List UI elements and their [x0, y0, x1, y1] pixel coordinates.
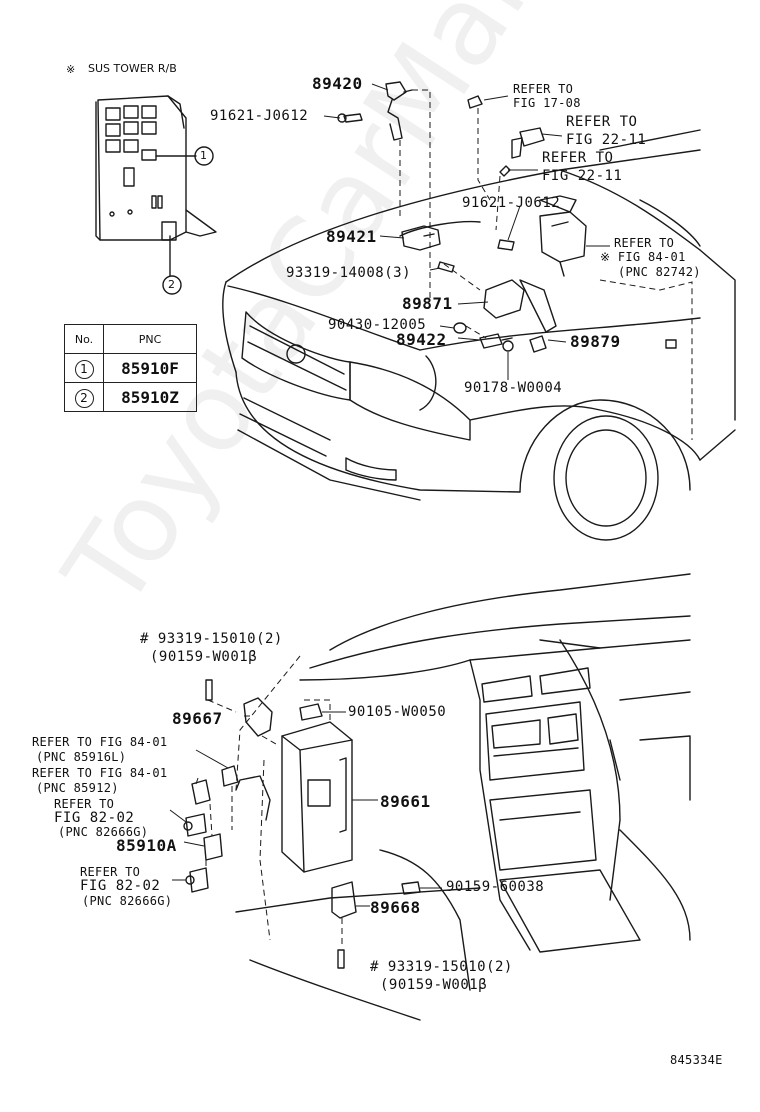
refer-22-11-b-line2: FIG 22-11 [542, 168, 623, 184]
part-89879: 89879 [570, 332, 621, 351]
part-90105-w0050: 90105-W0050 [348, 704, 447, 720]
leader-lines [169, 83, 610, 907]
relay-box-drawing [95, 95, 217, 277]
refer-17-08-line2: FIG 17-08 [513, 96, 581, 110]
refer-22-11-a-line1: REFER TO [566, 114, 638, 130]
pnc-table-header: No. PNC [64, 324, 197, 354]
part-90159-60038: 90159-60038 [446, 879, 545, 895]
callout-1-label: 1 [200, 149, 207, 162]
callout-2-label: 2 [168, 278, 175, 291]
callout-2-circle [162, 275, 182, 295]
refer-84-01-b-line2: (PNC 85912) [36, 781, 119, 795]
refer-22-11-a-line2: FIG 22-11 [566, 132, 647, 148]
refer-84-01-line3: (PNC 82742) [618, 265, 701, 279]
row-number: 2 [74, 388, 94, 408]
table-row: 2 85910Z [64, 382, 197, 412]
part-90430-12005: 90430-12005 [328, 317, 427, 333]
refer-84-01-line2: ※ FIG 84-01 [600, 250, 686, 264]
row-pnc: 85910Z [103, 382, 197, 412]
part-89420: 89420 [312, 74, 363, 93]
refer-84-01-a-line2: (PNC 85916L) [36, 750, 127, 764]
engine-parts-drawing [337, 81, 587, 353]
dashboard-drawing [235, 573, 691, 1021]
part-89668: 89668 [370, 898, 421, 917]
part-89661: 89661 [380, 792, 431, 811]
refer-82-02-b-line2: FIG 82-02 [80, 878, 161, 894]
part-85910A: 85910A [116, 836, 177, 855]
header-no: No. [64, 324, 104, 354]
pnc-table: No. PNC 1 85910F 2 85910Z [64, 324, 197, 412]
row-pnc: 85910F [103, 353, 197, 383]
part-91621-upper: 91621-J0612 [210, 108, 309, 124]
refer-82-02-a-line3: (PNC 82666G) [58, 825, 149, 839]
refer-82-02-b-line3: (PNC 82666G) [82, 894, 173, 908]
refer-82-02-b-line1: REFER TO [80, 865, 141, 879]
table-row: 1 85910F [64, 353, 197, 383]
header-pnc: PNC [103, 324, 197, 354]
car-front-drawing [222, 129, 736, 541]
part-90178-w0004: 90178-W0004 [464, 380, 563, 396]
part-93319-15010-bottom: # 93319-15010(2) [370, 959, 513, 975]
part-93319-14008: 93319-14008(3) [286, 265, 412, 281]
dashed-reference-lines [205, 89, 693, 948]
part-89421: 89421 [326, 227, 377, 246]
refer-17-08-line1: REFER TO [513, 82, 574, 96]
part-89667: 89667 [172, 709, 223, 728]
refer-84-01-line1: REFER TO [614, 236, 675, 250]
part-93319-15010-top: # 93319-15010(2) [140, 631, 283, 647]
part-89871: 89871 [402, 294, 453, 313]
refer-84-01-a-line1: REFER TO FIG 84-01 [32, 735, 168, 749]
refer-82-02-a-line2: FIG 82-02 [54, 810, 135, 826]
figure-id: 845334E [670, 1053, 723, 1067]
refer-22-11-b-line1: REFER TO [542, 150, 614, 166]
part-91621-right: 91621-J0612 [462, 195, 561, 211]
inset-title-mark: ※ [66, 63, 76, 76]
callout-1-circle [194, 146, 214, 166]
refer-84-01-b-line1: REFER TO FIG 84-01 [32, 766, 168, 780]
part-90159-w001-top: (90159-W001β [150, 649, 258, 665]
inset-title: SUS TOWER R/B [88, 62, 177, 75]
row-number: 1 [74, 359, 94, 379]
part-89422: 89422 [396, 330, 447, 349]
part-90159-w001-bottom: (90159-W001β [380, 977, 488, 993]
refer-82-02-a-line1: REFER TO [54, 797, 115, 811]
